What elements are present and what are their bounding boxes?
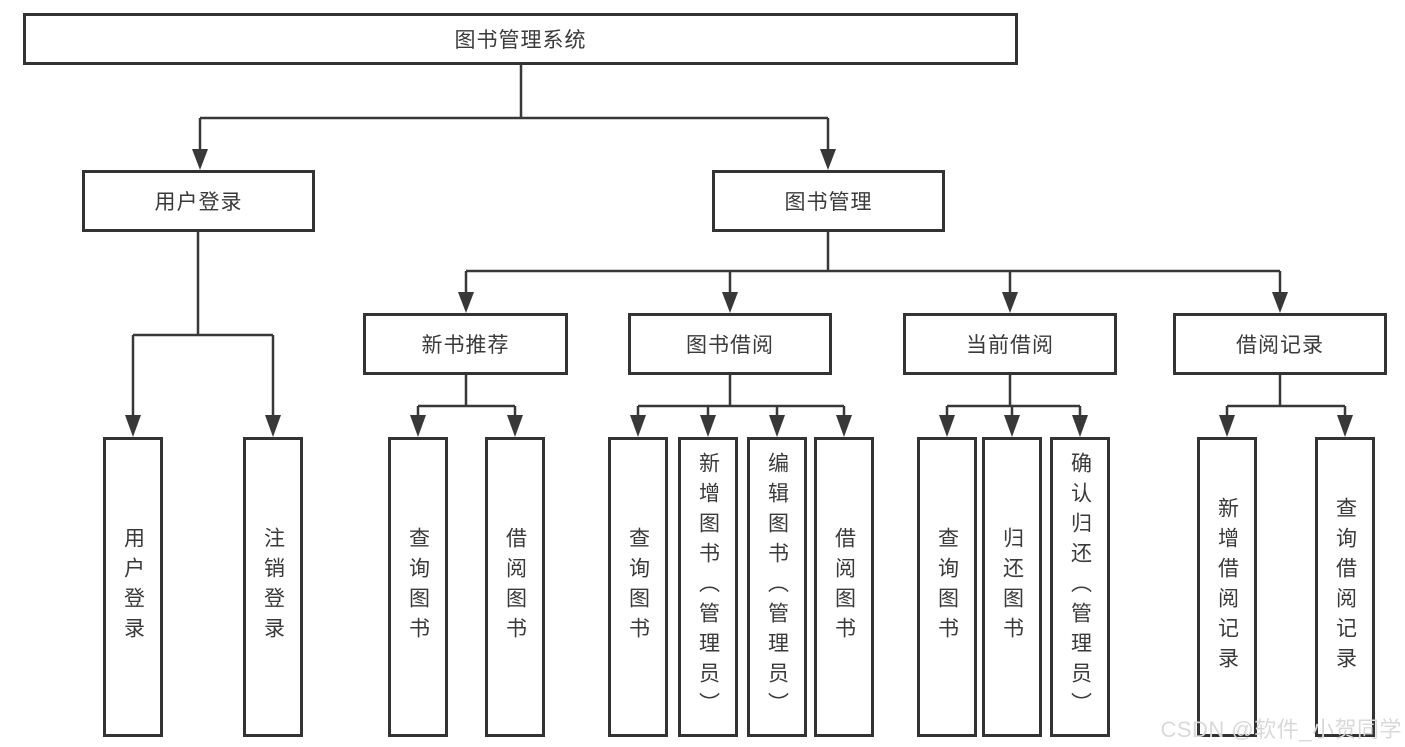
leaf-recommend-borrow-books-label: 借阅图书: [503, 527, 527, 647]
node-borrowing-records-label: 借阅记录: [1236, 334, 1324, 357]
leaf-current-confirm-return-admin-label: 确认归还（管理员）: [1068, 452, 1092, 722]
arrow-down-icon: [410, 415, 426, 437]
leaf-current-confirm-return-admin: 确认归还（管理员）: [1050, 437, 1110, 737]
leaf-records-query-borrow-record: 查询借阅记录: [1315, 437, 1375, 737]
node-root-system-label: 图书管理系统: [454, 29, 587, 52]
node-current-borrowing-label: 当前借阅: [966, 334, 1054, 357]
node-book-borrowing: 图书借阅: [628, 313, 832, 375]
leaf-borrow-add-books-admin-label: 新增图书（管理员）: [696, 452, 720, 722]
arrow-down-icon: [820, 149, 836, 170]
leaf-borrow-edit-books-admin: 编辑图书（管理员）: [747, 437, 807, 737]
leaf-recommend-query-books-label: 查询图书: [406, 527, 430, 647]
leaf-logout: 注销登录: [243, 437, 303, 737]
leaf-borrow-query-books-label: 查询图书: [626, 527, 650, 647]
arrow-down-icon: [458, 292, 474, 313]
leaf-borrow-borrow-books: 借阅图书: [814, 437, 874, 737]
arrow-down-icon: [1072, 415, 1088, 437]
arrow-down-icon: [722, 292, 738, 313]
leaf-borrow-query-books: 查询图书: [608, 437, 668, 737]
node-book-management-label: 图书管理: [784, 191, 873, 214]
leaf-borrow-add-books-admin: 新增图书（管理员）: [678, 437, 738, 737]
node-new-book-recommend-label: 新书推荐: [421, 334, 510, 357]
arrow-down-icon: [700, 415, 716, 437]
node-user-login-label: 用户登录: [154, 191, 243, 214]
node-book-management: 图书管理: [712, 170, 945, 232]
arrow-down-icon: [1272, 292, 1288, 313]
leaf-logout-label: 注销登录: [261, 527, 285, 647]
leaf-current-return-books-label: 归还图书: [1000, 527, 1024, 647]
arrow-down-icon: [836, 415, 852, 437]
leaf-recommend-borrow-books: 借阅图书: [485, 437, 545, 737]
leaf-recommend-query-books: 查询图书: [388, 437, 448, 737]
leaf-user-login: 用户登录: [103, 437, 163, 737]
node-root-system: 图书管理系统: [23, 13, 1018, 65]
node-current-borrowing: 当前借阅: [903, 313, 1117, 375]
arrow-down-icon: [125, 415, 141, 437]
node-borrowing-records: 借阅记录: [1173, 313, 1387, 375]
node-new-book-recommend: 新书推荐: [363, 313, 568, 375]
leaf-borrow-edit-books-admin-label: 编辑图书（管理员）: [765, 452, 789, 722]
leaf-current-query-books: 查询图书: [917, 437, 977, 737]
arrow-down-icon: [1002, 292, 1018, 313]
node-book-borrowing-label: 图书借阅: [686, 334, 774, 357]
arrow-down-icon: [1337, 415, 1353, 437]
arrow-down-icon: [192, 149, 208, 170]
arrow-down-icon: [630, 415, 646, 437]
leaf-records-add-borrow-record: 新增借阅记录: [1197, 437, 1257, 737]
leaf-borrow-borrow-books-label: 借阅图书: [832, 527, 856, 647]
node-user-login: 用户登录: [82, 170, 315, 232]
arrow-down-icon: [507, 415, 523, 437]
arrow-down-icon: [769, 415, 785, 437]
leaf-records-query-borrow-record-label: 查询借阅记录: [1333, 497, 1357, 677]
arrow-down-icon: [939, 415, 955, 437]
leaf-records-add-borrow-record-label: 新增借阅记录: [1215, 497, 1239, 677]
arrow-down-icon: [265, 415, 281, 437]
leaf-user-login-label: 用户登录: [121, 527, 145, 647]
leaf-current-return-books: 归还图书: [982, 437, 1042, 737]
csdn-watermark: CSDN @软件_小贺同学: [1160, 717, 1402, 742]
leaf-current-query-books-label: 查询图书: [935, 527, 959, 647]
arrow-down-icon: [1219, 415, 1235, 437]
arrow-down-icon: [1004, 415, 1020, 437]
